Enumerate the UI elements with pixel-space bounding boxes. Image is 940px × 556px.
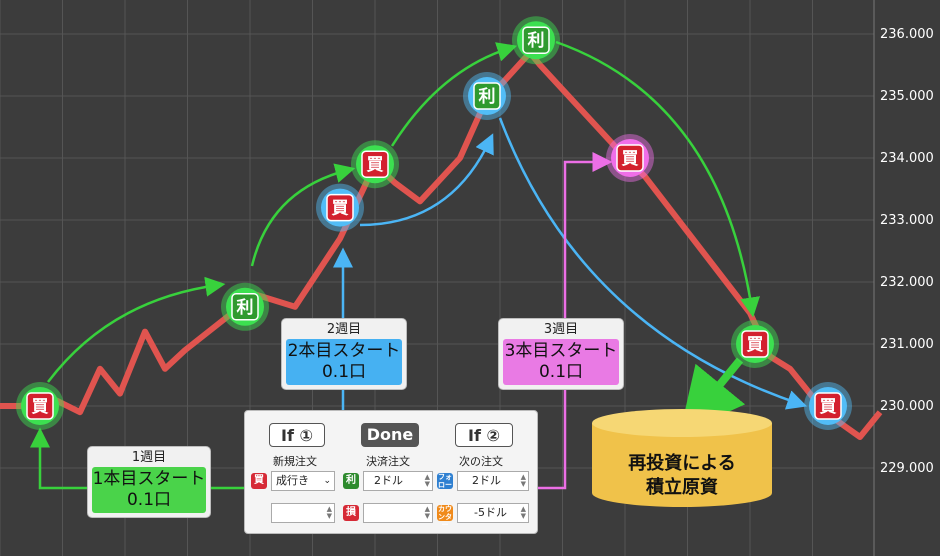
y-tick-label: 235.000 bbox=[880, 89, 934, 104]
y-tick-label: 230.000 bbox=[880, 399, 934, 414]
week2-label: 2週目 2本目スタート 0.1口 bbox=[281, 318, 407, 390]
stepper-icon: ▲▼ bbox=[520, 505, 526, 520]
order-panel: If ① Done If ② 新規注文 決済注文 次の注文 買 成行き ⌄ 利 … bbox=[244, 410, 538, 534]
stepper-icon: ▲▼ bbox=[424, 505, 430, 520]
stepper-icon: ▲▼ bbox=[326, 505, 332, 520]
buy-marker-label: 買 bbox=[820, 397, 837, 417]
week1-label: 1週目 1本目スタート 0.1口 bbox=[87, 446, 211, 518]
profit-marker bbox=[473, 82, 501, 110]
tank-shape bbox=[592, 409, 772, 507]
tank-label-line2: 積立原資 bbox=[646, 477, 718, 498]
y-tick-label: 236.000 bbox=[880, 27, 934, 42]
profit-marker-label: 利 bbox=[237, 297, 254, 318]
week2-title: 2週目 bbox=[326, 322, 362, 337]
if2-bubble: If ② bbox=[455, 423, 513, 447]
order-type-select[interactable]: 成行き ⌄ bbox=[271, 471, 335, 491]
buy-marker bbox=[26, 392, 54, 420]
reinvestment-tank: 再投資による 積立原資 bbox=[588, 405, 776, 510]
tank-label-line1: 再投資による bbox=[628, 453, 736, 474]
stop-loss-input[interactable]: ▲▼ bbox=[363, 503, 433, 523]
week3-title: 3週目 bbox=[543, 322, 579, 337]
buy-marker bbox=[616, 144, 644, 172]
flow-arrow bbox=[390, 42, 518, 147]
week3-start: 3本目スタート bbox=[504, 341, 618, 361]
done-bubble: Done bbox=[361, 423, 419, 447]
week3-amount: 0.1口 bbox=[538, 362, 584, 382]
take-profit-value: 2ドル bbox=[374, 474, 403, 487]
y-tick-label: 232.000 bbox=[880, 275, 934, 290]
profit-marker bbox=[231, 293, 259, 321]
buy-marker-label: 買 bbox=[367, 155, 384, 175]
buy-marker-label: 買 bbox=[622, 149, 639, 169]
buy-marker bbox=[814, 392, 842, 420]
week1-amount: 0.1口 bbox=[126, 490, 172, 510]
next-order-label: 次の注文 bbox=[459, 455, 503, 468]
follow-value: 2ドル bbox=[472, 474, 501, 487]
stepper-icon: ▲▼ bbox=[424, 473, 430, 488]
counter-value: -5ドル bbox=[474, 506, 507, 519]
profit-marker bbox=[522, 26, 550, 54]
week3-label: 3週目 3本目スタート 0.1口 bbox=[498, 318, 624, 390]
order-type-value: 成行き bbox=[276, 474, 309, 487]
flow-arrow bbox=[555, 40, 760, 318]
price-input[interactable]: ▲▼ bbox=[271, 503, 335, 523]
buy-marker-label: 買 bbox=[32, 397, 49, 417]
buy-icon: 買 bbox=[251, 473, 267, 489]
settle-order-label: 決済注文 bbox=[366, 455, 410, 468]
counter-input[interactable]: -5ドル ▲▼ bbox=[457, 503, 529, 523]
follow-icon: フォロー bbox=[437, 473, 453, 489]
profit-marker-label: 利 bbox=[479, 86, 496, 107]
buy-marker bbox=[741, 330, 769, 358]
loss-icon: 損 bbox=[343, 505, 359, 521]
y-tick-label: 233.000 bbox=[880, 213, 934, 228]
flow-arrow bbox=[679, 357, 746, 434]
take-profit-input[interactable]: 2ドル ▲▼ bbox=[363, 471, 433, 491]
week1-connector bbox=[30, 427, 87, 490]
week2-amount: 0.1口 bbox=[321, 362, 367, 382]
week1-start: 1本目スタート bbox=[92, 469, 206, 489]
chevron-down-icon: ⌄ bbox=[323, 476, 331, 486]
counter-icon: カウンター bbox=[437, 505, 453, 529]
buy-marker-label: 買 bbox=[332, 199, 349, 219]
new-order-label: 新規注文 bbox=[273, 455, 317, 468]
flow-arrow bbox=[47, 276, 226, 383]
week2-badge: 2本目スタート 0.1口 bbox=[286, 339, 402, 385]
week3-badge: 3本目スタート 0.1口 bbox=[503, 339, 619, 385]
profit-icon: 利 bbox=[343, 473, 359, 489]
y-tick-label: 229.000 bbox=[880, 461, 934, 476]
profit-marker-label: 利 bbox=[528, 30, 545, 51]
flow-arrow bbox=[359, 133, 494, 227]
follow-input[interactable]: 2ドル ▲▼ bbox=[457, 471, 529, 491]
buy-marker bbox=[326, 193, 354, 222]
week1-title: 1週目 bbox=[131, 450, 167, 465]
buy-marker-label: 買 bbox=[747, 335, 764, 355]
y-tick-label: 231.000 bbox=[880, 337, 934, 352]
week2-start: 2本目スタート bbox=[287, 341, 401, 361]
y-tick-label: 234.000 bbox=[880, 151, 934, 166]
week1-badge: 1本目スタート 0.1口 bbox=[92, 467, 206, 513]
stepper-icon: ▲▼ bbox=[520, 473, 526, 488]
flow-arrow bbox=[250, 163, 356, 267]
buy-marker bbox=[361, 150, 389, 178]
if1-bubble: If ① bbox=[269, 423, 325, 447]
